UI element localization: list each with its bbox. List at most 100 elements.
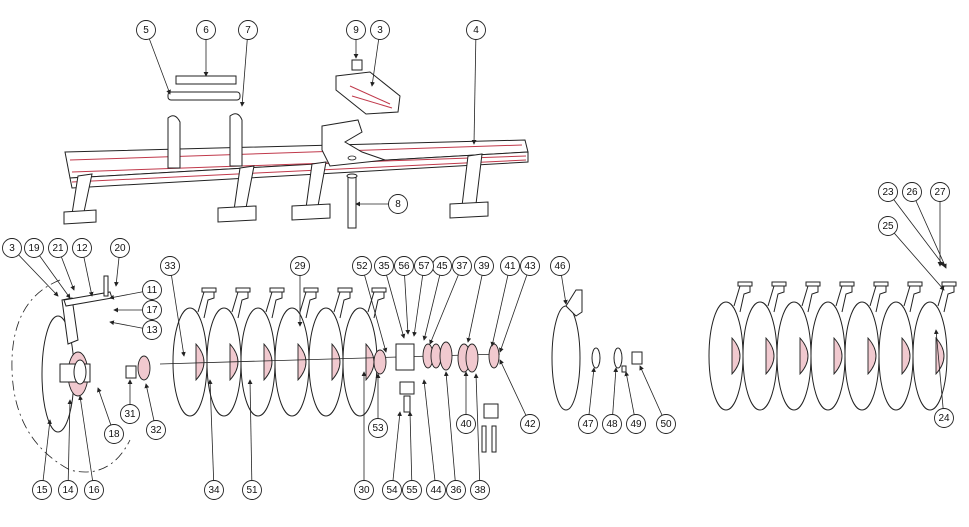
callout-number: 23 [882,187,894,198]
right-disc-gang [708,281,957,411]
disc-blade [878,281,923,411]
callout-number: 40 [460,419,472,430]
callout-41: 41 [490,256,520,347]
callout-3b: 3 [2,238,59,297]
callout-11: 11 [109,280,162,300]
callout-5: 5 [136,20,171,95]
callout-7: 7 [238,20,258,107]
callout-number: 15 [36,485,48,496]
disc-blade [742,281,787,411]
disc-46 [551,289,583,411]
callout-number: 5 [143,25,149,36]
callout-number: 34 [208,485,220,496]
callout-number: 39 [478,261,490,272]
callout-37: 37 [429,256,472,345]
detail-outline [11,279,131,473]
callout-number: 48 [606,419,618,430]
callout-number: 6 [203,25,209,36]
callout-35: 35 [374,256,406,339]
callout-9: 9 [346,20,366,59]
callout-number: 47 [582,419,594,430]
callout-43: 43 [499,256,540,353]
disc-blade [274,287,319,417]
callout-number: 26 [906,187,918,198]
callout-number: 41 [504,261,516,272]
disc-blade [240,287,285,417]
callout-18: 18 [97,387,124,444]
callout-44: 44 [422,379,446,500]
frame-plates [167,113,386,169]
callout-number: 43 [524,261,536,272]
callout-14: 14 [58,399,78,500]
callout-number: 52 [356,261,368,272]
callout-6: 6 [196,20,216,77]
callout-number: 57 [418,261,430,272]
callout-34: 34 [204,379,224,500]
callout-number: 32 [150,425,162,436]
left-disc-detail [41,275,113,433]
main-frame-beam [63,113,529,225]
callout-50: 50 [639,365,676,434]
disc-blade [342,287,387,417]
callout-31: 31 [120,379,140,424]
callout-48: 48 [602,367,622,434]
callout-13: 13 [109,320,162,340]
callout-55: 55 [402,411,422,500]
callout-24: 24 [933,329,954,428]
callout-40: 40 [456,371,476,434]
callout-number: 7 [245,25,251,36]
nut-31 [125,365,137,379]
callout-number: 3 [9,243,15,254]
callout-number: 45 [436,261,448,272]
callout-23: 23 [878,182,945,267]
callout-51: 51 [242,379,262,500]
disc-blade [844,281,889,411]
callout-57: 57 [412,256,434,337]
callout-53: 53 [368,373,388,438]
callout-8: 8 [355,194,408,214]
callout-27: 27 [930,182,950,267]
middle-disc-gang [172,287,387,417]
disc-blade [708,281,753,411]
callout-number: 20 [114,243,126,254]
callout-52: 52 [352,256,388,353]
pin-5 [167,91,241,101]
callout-42: 42 [499,359,540,434]
callout-3: 3 [370,20,390,87]
callout-number: 3 [377,25,383,36]
callout-46: 46 [550,256,570,305]
callout-33: 33 [160,256,186,357]
disc-blade [810,281,855,411]
callout-number: 16 [88,485,100,496]
callout-number: 51 [246,485,258,496]
callout-number: 24 [938,413,950,424]
callout-number: 27 [934,187,946,198]
callout-number: 53 [372,423,384,434]
callout-39: 39 [466,256,494,343]
callout-number: 46 [554,261,566,272]
callout-56: 56 [394,256,414,335]
disc-blade [912,281,957,411]
callout-16: 16 [78,395,104,500]
callout-number: 38 [474,485,486,496]
callout-number: 12 [76,243,88,254]
callout-4: 4 [466,20,486,145]
callout-21: 21 [48,238,75,291]
disc-blade [172,287,217,417]
callout-19: 19 [24,238,71,299]
callout-number: 44 [430,485,442,496]
callout-number: 55 [406,485,418,496]
callout-number: 35 [378,261,390,272]
callout-number: 21 [52,243,64,254]
callout-47: 47 [578,367,598,434]
callout-number: 56 [398,261,410,272]
washer-32 [137,355,151,381]
callout-number: 37 [456,261,468,272]
callout-20: 20 [110,238,130,287]
callout-38: 38 [470,373,490,500]
callout-29: 29 [290,256,310,327]
nut-9 [351,59,363,71]
callout-number: 4 [473,25,479,36]
